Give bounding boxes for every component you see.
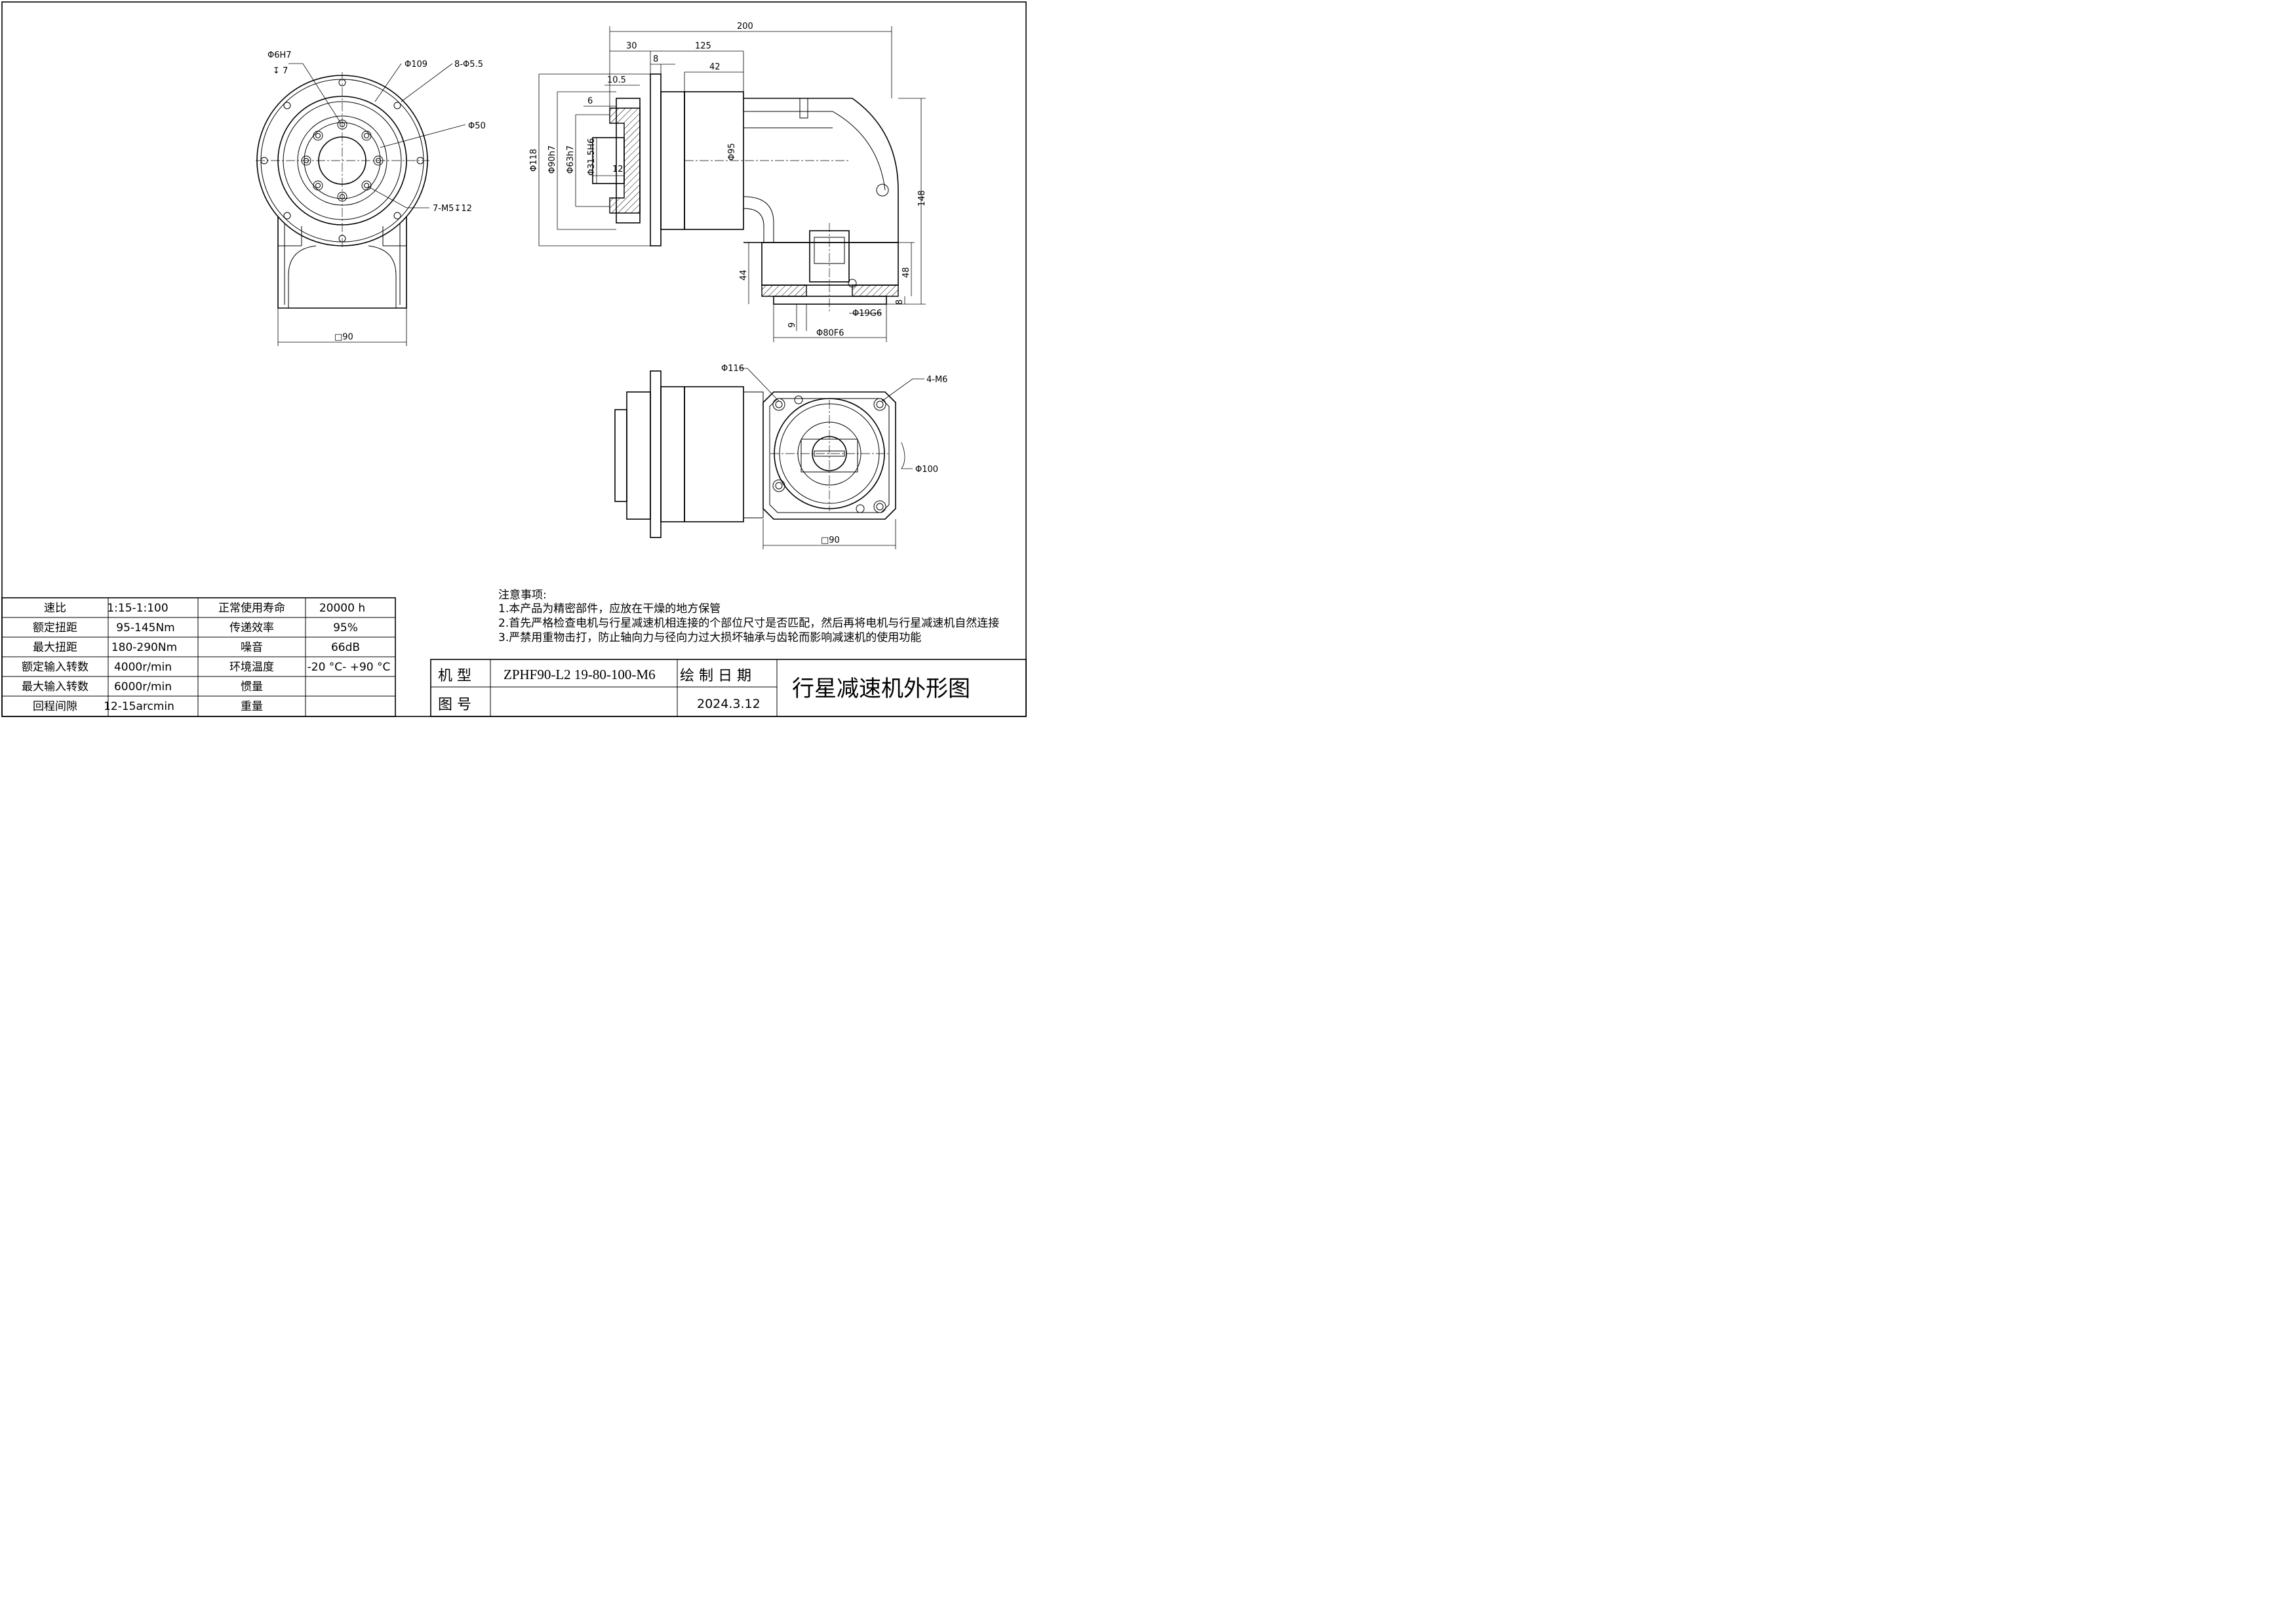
- dim-d95: Φ95: [727, 143, 737, 161]
- spec-label: 噪音: [241, 641, 263, 654]
- model-label: 机 型: [438, 668, 471, 684]
- dim-bore-depth: ↧ 7: [273, 66, 288, 76]
- dim-d118: Φ118: [529, 149, 539, 172]
- dim-square: □90: [334, 332, 353, 342]
- spec-label: 额定输入转数: [22, 661, 89, 674]
- spec-value: 95%: [333, 621, 358, 635]
- spec-label: 惯量: [241, 680, 263, 694]
- spec-label: 重量: [241, 700, 263, 713]
- dim-h9: 9: [787, 322, 797, 328]
- dim-h8: 8: [895, 300, 905, 305]
- note-item: 3.严禁用重物击打，防止轴向力与径向力过大损坏轴承与齿轮而影响减速机的使用功能: [498, 631, 921, 644]
- dim-square-bottom: □90: [821, 536, 840, 545]
- date-label: 绘 制 日 期: [680, 668, 751, 684]
- spec-value: 180-290Nm: [111, 641, 177, 654]
- drawing-no-label: 图 号: [438, 697, 471, 713]
- spec-label: 最大扭距: [33, 641, 77, 654]
- note-item: 1.本产品为精密部件，应放在干燥的地方保管: [498, 602, 721, 615]
- spec-label: 回程间隙: [33, 700, 77, 713]
- dim-bore: Φ6H7: [267, 50, 292, 60]
- dim-h44: 44: [739, 269, 749, 281]
- dim-d116: Φ116: [721, 364, 744, 374]
- notes-block: 注意事项: 1.本产品为精密部件，应放在干燥的地方保管 2.首先严格检查电机与行…: [498, 589, 999, 644]
- dim-output-holes: 7-M5↧12: [433, 204, 472, 214]
- date-value: 2024.3.12: [697, 697, 761, 711]
- dim-h148: 148: [917, 190, 927, 206]
- dim-len-42: 42: [709, 62, 721, 72]
- spec-value: 66dB: [331, 641, 360, 654]
- note-item: 2.首先严格检查电机与行星减速机相连接的个部位尺寸是否匹配，然后再将电机与行星减…: [498, 617, 999, 630]
- spec-label: 环境温度: [229, 661, 274, 674]
- model-value: ZPHF90-L2 19-80-100-M6: [504, 667, 656, 682]
- spec-label: 正常使用寿命: [218, 601, 285, 615]
- dim-len-10-5: 10.5: [607, 75, 626, 85]
- spec-value: -20 °C- +90 °C: [307, 661, 391, 674]
- drawing-title: 行星减速机外形图: [792, 676, 970, 702]
- dim-flange-len: 30: [626, 41, 637, 51]
- spec-value: 12-15arcmin: [104, 700, 174, 713]
- spec-value: 95-145Nm: [116, 621, 175, 635]
- dim-total-length: 200: [737, 22, 753, 31]
- bottom-view: Φ116 4-M6 Φ100 □90: [614, 364, 947, 549]
- dim-len-6: 6: [587, 96, 593, 106]
- title-block: 机 型 ZPHF90-L2 19-80-100-M6 绘 制 日 期 图 号 2…: [430, 659, 1027, 717]
- spec-value: 4000r/min: [114, 661, 172, 674]
- dim-pcd-outer: Φ109: [405, 60, 427, 69]
- dim-d31-5h6: Φ31.5H6: [587, 138, 597, 176]
- dim-h48: 48: [901, 267, 911, 278]
- dim-mount-holes: 8-Φ5.5: [454, 60, 483, 69]
- dim-len-12: 12: [612, 165, 623, 174]
- dim-d63h7: Φ63h7: [566, 146, 576, 174]
- drawing-sheet: Φ6H7 ↧ 7 Φ109 8-Φ5.5 Φ50 7-M5↧12 □90: [1, 1, 1027, 717]
- spec-value: 1:15-1:100: [107, 602, 168, 615]
- dim-holes-4m6: 4-M6: [926, 375, 947, 385]
- front-view: Φ6H7 ↧ 7 Φ109 8-Φ5.5 Φ50 7-M5↧12 □90: [256, 50, 486, 346]
- spec-value: 6000r/min: [114, 680, 172, 694]
- spec-label: 速比: [44, 602, 66, 615]
- spec-label: 额定扭距: [33, 621, 77, 635]
- notes-title: 注意事项:: [498, 589, 547, 602]
- dim-d80f6: Φ80F6: [816, 328, 844, 338]
- dim-body-len: 125: [695, 41, 711, 51]
- spec-label: 传递效率: [229, 621, 274, 635]
- dim-d100: Φ100: [915, 465, 938, 475]
- side-view: 200 30 125 8 42 10.5 6 12 Φ118 Φ90h7 Φ63…: [529, 22, 927, 342]
- spec-label: 最大输入转数: [22, 680, 89, 694]
- dim-gap-8: 8: [653, 54, 658, 64]
- dim-d19g6: Φ19G6: [852, 309, 882, 319]
- spec-value: 20000 h: [319, 602, 365, 615]
- dim-pcd-inner: Φ50: [468, 121, 486, 131]
- spec-table: 速比 1:15-1:100 正常使用寿命 20000 h 额定扭距 95-145…: [1, 597, 396, 717]
- dim-d90h7: Φ90h7: [547, 146, 557, 174]
